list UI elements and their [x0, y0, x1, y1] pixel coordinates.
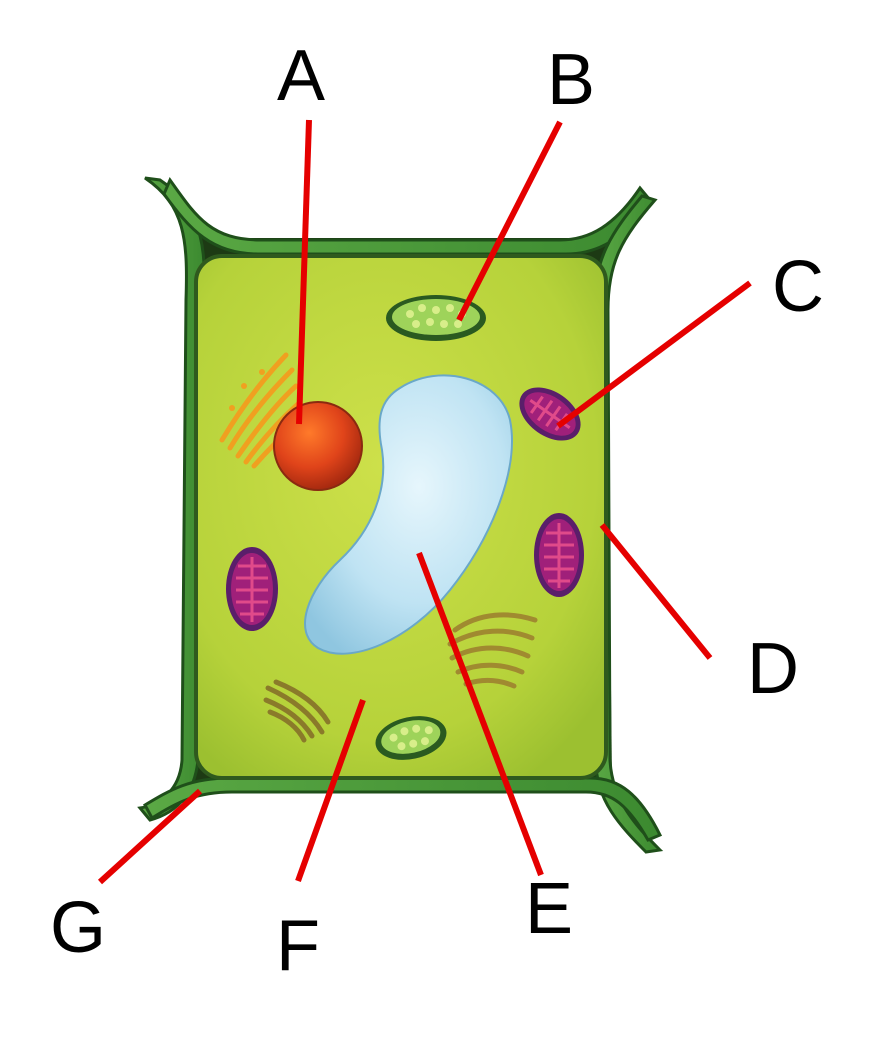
- label-c: C: [772, 247, 824, 327]
- label-e: E: [525, 869, 573, 949]
- cell-wall-top: [162, 176, 652, 256]
- leader-line-g: [97, 788, 203, 885]
- leader-line-b: [456, 120, 563, 322]
- label-d: D: [747, 629, 799, 709]
- leader-line-e: [416, 551, 544, 877]
- label-f: F: [276, 906, 320, 986]
- golgi-apparatus-olive-left: [263, 679, 331, 743]
- chloroplast-bottom: [375, 716, 447, 760]
- nucleus: [273, 401, 363, 491]
- label-a: A: [277, 36, 325, 116]
- label-g: G: [50, 888, 106, 968]
- leader-lines: [97, 119, 752, 885]
- label-b: B: [547, 40, 595, 120]
- chloroplast-top: [386, 295, 486, 341]
- leader-line-d: [599, 523, 713, 660]
- cell-wall-bottom: [143, 776, 663, 842]
- leader-line-f: [295, 698, 366, 883]
- mitochondrion-right: [534, 513, 584, 597]
- mitochondrion-left: [226, 547, 278, 631]
- leader-line-c: [556, 280, 752, 429]
- leader-line-a: [296, 119, 312, 425]
- golgi-apparatus-orange: [219, 352, 301, 469]
- central-vacuole: [304, 374, 513, 655]
